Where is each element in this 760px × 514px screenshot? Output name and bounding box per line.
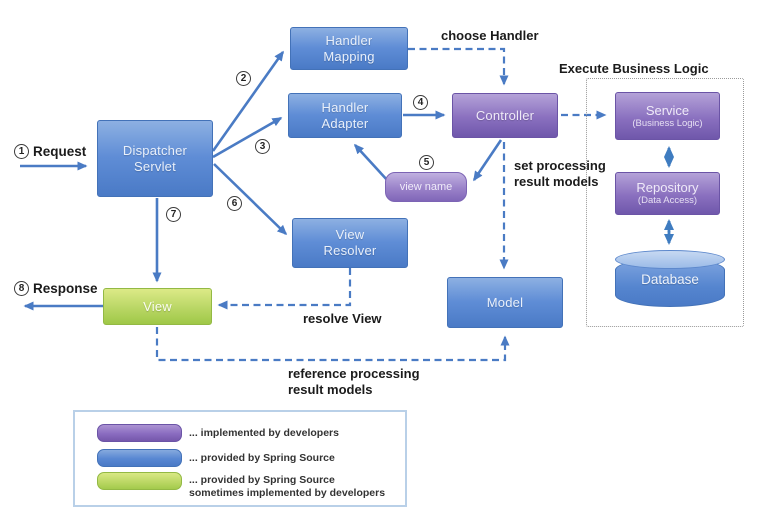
node-model: Model — [447, 277, 563, 328]
repository-subtitle: (Data Access) — [637, 195, 698, 206]
response-label: Response — [33, 281, 98, 296]
step-2-badge: 2 — [236, 71, 251, 86]
step-1-badge: 1 — [14, 144, 29, 159]
choose-handler-note: choose Handler — [441, 28, 539, 43]
arrow-dispatcher-to-view-resolver — [213, 163, 288, 236]
legend-swatch-blue — [97, 449, 182, 467]
arrow-choose-handler — [408, 47, 509, 86]
step-3-badge: 3 — [255, 139, 270, 154]
handler-mapping-label: Handler Mapping — [323, 32, 375, 64]
request-label: Request — [33, 144, 87, 159]
request-label-group: 1 Request — [14, 144, 86, 159]
legend-label-spring-source: ... provided by Spring Source — [189, 452, 335, 464]
node-view: View — [103, 288, 212, 325]
node-repository: Repository (Data Access) — [615, 172, 720, 215]
view-name-label: view name — [399, 181, 453, 193]
step-8-badge: 8 — [14, 281, 29, 296]
legend-swatch-green — [97, 472, 182, 490]
database-cylinder-top — [615, 250, 725, 269]
legend-label-sometimes: ... provided by Spring Source sometimes … — [189, 474, 386, 499]
legend: ... implemented by developers ... provid… — [73, 410, 407, 507]
arrow-dispatcher-to-handler-mapping — [211, 50, 285, 152]
node-handler-adapter: Handler Adapter — [288, 93, 402, 138]
node-controller: Controller — [452, 93, 558, 138]
node-view-name: view name — [385, 172, 467, 202]
execute-business-logic-container — [586, 78, 744, 327]
repository-title: Repository — [636, 180, 699, 195]
arrow-view-to-model-reference — [155, 327, 510, 362]
resolve-view-note: resolve View — [303, 311, 382, 326]
arrow-resolver-to-view — [217, 268, 352, 310]
node-handler-mapping: Handler Mapping — [290, 27, 408, 70]
node-dispatcher-servlet: Dispatcher Servlet — [97, 120, 213, 197]
arrow-controller-to-view-name — [472, 139, 503, 182]
arrow-view-name-to-handler-adapter — [353, 143, 389, 182]
model-label: Model — [486, 294, 524, 310]
reference-processing-note: reference processing result models — [288, 366, 420, 397]
database-label: Database — [641, 272, 699, 287]
handler-adapter-label: Handler Adapter — [321, 99, 369, 131]
service-subtitle: (Business Logic) — [632, 117, 703, 129]
node-service: Service (Business Logic) — [615, 92, 720, 140]
step-7-badge: 7 — [166, 207, 181, 222]
set-processing-note: set processing result models — [514, 158, 606, 189]
node-database: Database — [615, 250, 725, 307]
node-view-resolver: View Resolver — [292, 218, 408, 268]
response-label-group: 8 Response — [14, 281, 98, 296]
step-5-badge: 5 — [419, 155, 434, 170]
view-label: View — [143, 298, 172, 314]
legend-label-developers: ... implemented by developers — [189, 427, 339, 439]
execute-business-logic-title: Execute Business Logic — [559, 61, 709, 76]
controller-label: Controller — [475, 107, 535, 123]
step-6-badge: 6 — [227, 196, 242, 211]
legend-swatch-purple — [97, 424, 182, 442]
service-title: Service — [645, 102, 690, 118]
arrow-dispatcher-to-handler-adapter — [212, 116, 283, 159]
step-4-badge: 4 — [413, 95, 428, 110]
view-resolver-label: View Resolver — [323, 227, 377, 258]
dispatcher-servlet-label: Dispatcher Servlet — [122, 142, 188, 174]
